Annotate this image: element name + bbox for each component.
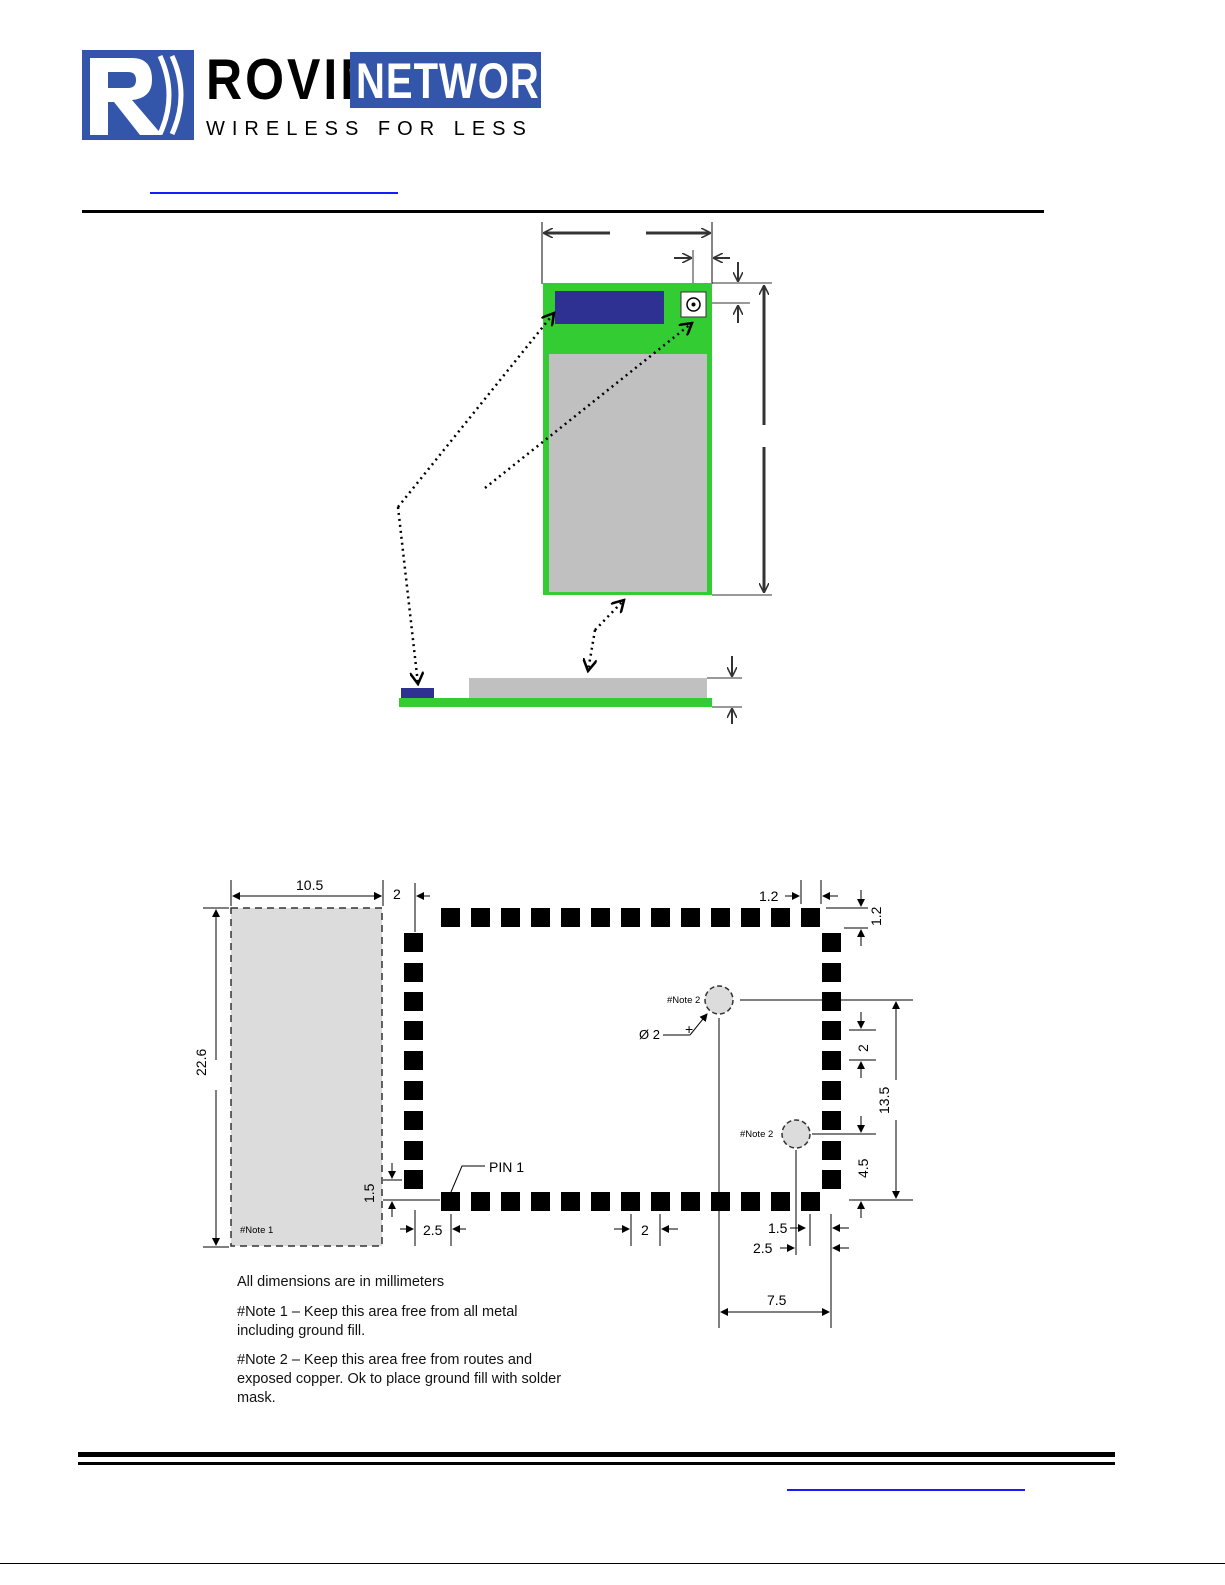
note2-label-a: #Note 2 bbox=[667, 995, 700, 1006]
dim-gap-label: 2 bbox=[393, 886, 401, 902]
footer-rule-thin bbox=[78, 1462, 1115, 1465]
dim-pitch-bottom-label: 2 bbox=[641, 1222, 649, 1238]
dim-1-5-left-label: 1.5 bbox=[361, 1183, 377, 1203]
pads-right-column bbox=[822, 933, 841, 1189]
logo-tagline: WIRELESS FOR LESS bbox=[206, 118, 533, 140]
note2-label-b: #Note 2 bbox=[740, 1129, 773, 1140]
pointer-shield-side bbox=[588, 629, 595, 671]
keepout-hole-note2-a bbox=[704, 985, 734, 1015]
module-diagram bbox=[396, 222, 772, 724]
chip-antenna-side bbox=[401, 688, 434, 698]
page-bottom-edge bbox=[0, 1563, 1225, 1564]
dim-top-offset-v-label: 1.2 bbox=[868, 906, 884, 926]
pads-bottom-row bbox=[441, 1192, 820, 1211]
dim-4-5-label: 4.5 bbox=[855, 1158, 871, 1178]
hole-diameter-label: Ø 2 bbox=[639, 1027, 660, 1042]
dim-1-5-right-label: 1.5 bbox=[768, 1220, 788, 1236]
dim-2-5-right-label: 2.5 bbox=[753, 1240, 773, 1256]
footer-link-underline[interactable] bbox=[787, 1489, 1025, 1491]
header-link-underline[interactable] bbox=[150, 192, 398, 194]
pin1-label: PIN 1 bbox=[489, 1159, 524, 1175]
pads-top-row bbox=[441, 908, 820, 927]
pads-left-column bbox=[404, 933, 423, 1189]
logo-networks-box bbox=[350, 52, 541, 108]
dim-height-label: 22.6 bbox=[193, 1049, 209, 1076]
dim-top-offset-label: 1.2 bbox=[759, 888, 779, 904]
note-2-text: #Note 2 – Keep this area free from route… bbox=[237, 1352, 562, 1406]
rf-shield-top bbox=[549, 354, 707, 592]
note-1-text: #Note 1 – Keep this area free from all m… bbox=[237, 1304, 518, 1339]
logo-word-networks: NETWORKS bbox=[356, 54, 598, 109]
dim-pad-pitch-v-label: 2 bbox=[855, 1044, 871, 1052]
dim-7-5-label: 7.5 bbox=[767, 1292, 787, 1308]
pcb-side-view bbox=[399, 698, 712, 707]
keepout-hole-note2-b bbox=[781, 1119, 811, 1149]
company-logo: ROVING NETWORKS WIRELESS FOR LESS bbox=[82, 47, 596, 142]
chip-antenna bbox=[555, 291, 664, 324]
dim-width-label: 10.5 bbox=[296, 877, 323, 893]
note1-label: #Note 1 bbox=[240, 1225, 273, 1236]
dim-13-5-label: 13.5 bbox=[876, 1087, 892, 1114]
pointer-connector bbox=[484, 323, 692, 489]
dim-2-5-left-label: 2.5 bbox=[423, 1222, 443, 1238]
footprint-diagram: #Note 1 10.5 22.6 2 bbox=[193, 877, 913, 1328]
units-note: All dimensions are in millimeters bbox=[237, 1274, 445, 1290]
keepout-area-note1 bbox=[230, 907, 383, 1247]
pointer-antenna bbox=[397, 313, 554, 508]
pointer-shield bbox=[594, 600, 624, 631]
rf-shield-side bbox=[469, 678, 707, 698]
header-rule bbox=[82, 210, 1044, 213]
svg-text:+: + bbox=[685, 1021, 693, 1037]
logo-swoosh-icon bbox=[82, 50, 194, 140]
footer-rule-thick bbox=[78, 1452, 1115, 1457]
pointer-antenna-down bbox=[396, 506, 418, 684]
